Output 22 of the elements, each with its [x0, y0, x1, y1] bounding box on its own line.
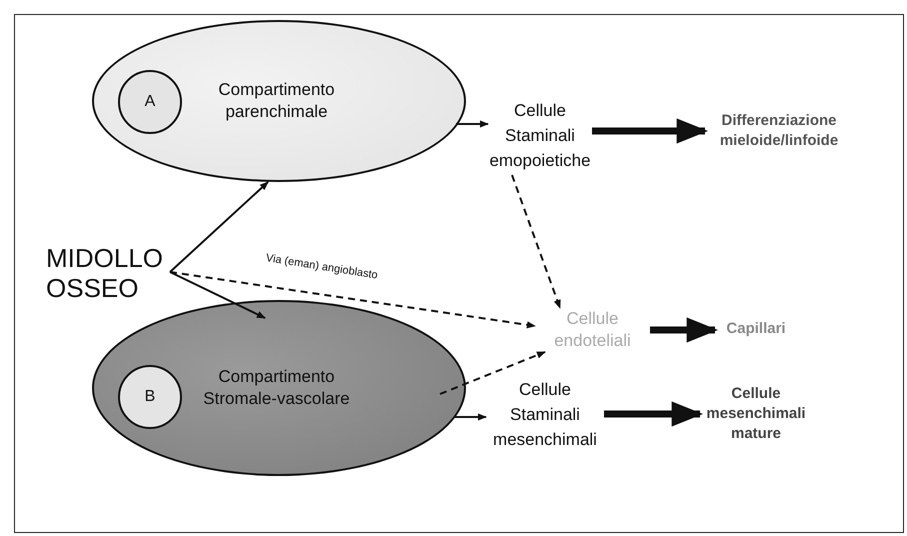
thick-arrow [650, 317, 718, 343]
arrow [170, 271, 266, 319]
letter-circle: B [118, 365, 182, 429]
arrow [169, 181, 269, 273]
compartment-label: Compartimento Stromale-vascolare [202, 366, 351, 410]
outcome-label: Differenziazione mieloide/linfoide [705, 110, 853, 152]
arrow [454, 413, 487, 421]
thick-arrow [592, 118, 708, 144]
dashed-arrow [440, 351, 546, 395]
compartment-label: Compartimento parenchimale [217, 79, 336, 123]
thick-arrow [604, 401, 704, 427]
dashed-arrow [511, 174, 561, 309]
bone-marrow-label: MIDOLLO OSSEO [46, 242, 172, 304]
outcome-label: Cellule mesenchimali mature [700, 383, 812, 445]
arrow [456, 120, 489, 128]
cell-type-label: Cellule Staminali emopoietiche [488, 95, 592, 175]
outcome-label: Capillari [715, 318, 797, 340]
letter-circle: A [118, 70, 182, 134]
cell-type-label: Cellule endoteliali [535, 308, 650, 352]
cell-type-label: Cellule Staminali mesenchimali [486, 374, 604, 454]
dashed-arrow [170, 271, 536, 328]
edge-label: Via (eman) angioblasto [265, 252, 378, 282]
